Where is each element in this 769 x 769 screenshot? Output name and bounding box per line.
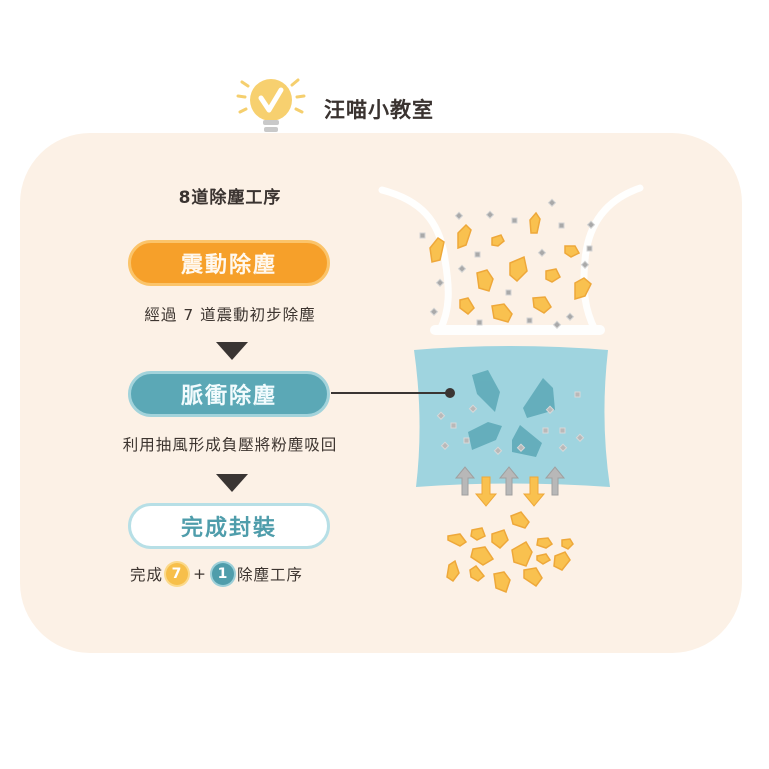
step-vibration-dedust: 震動除塵 — [128, 240, 330, 286]
connector-line — [331, 392, 451, 394]
dust-in-filter — [436, 391, 585, 455]
plus-sign: + — [193, 565, 208, 583]
section-title: 8道除塵工序 — [178, 188, 282, 208]
vibration-swoosh — [378, 184, 644, 335]
header: 汪喵小教室 — [232, 70, 492, 140]
dedust-illustration — [378, 184, 644, 593]
header-title: 汪喵小教室 — [324, 98, 434, 122]
connector-dot — [445, 388, 455, 398]
down-arrow-icon — [216, 342, 248, 360]
summary-prefix: 完成 — [130, 566, 164, 584]
summary: 完成 7 + 1 除塵工序 — [130, 563, 303, 585]
summary-suffix: 除塵工序 — [237, 566, 304, 584]
down-arrow-icon — [216, 474, 248, 492]
step-label: 完成封裝 — [180, 516, 277, 541]
litter-pieces-falling — [429, 211, 592, 323]
litter-down-arrows — [474, 476, 546, 507]
step-pulse-dedust: 脈衝除塵 — [128, 371, 330, 417]
dust-particles-falling — [419, 198, 596, 329]
pulse-filter-box — [414, 346, 610, 487]
clean-litter-pile — [446, 511, 574, 593]
air-up-arrows — [454, 466, 566, 496]
lightbulb-check-icon — [236, 78, 306, 138]
badge-seven: 7 — [166, 563, 189, 585]
step-label: 脈衝除塵 — [180, 384, 277, 409]
step-packaging: 完成封裝 — [128, 503, 330, 549]
step-label: 震動除塵 — [180, 253, 277, 278]
badge-one: 1 — [212, 563, 235, 585]
step-description: 經過 7 道震動初步除塵 — [144, 306, 316, 324]
step-description: 利用抽風形成負壓將粉塵吸回 — [122, 436, 338, 454]
